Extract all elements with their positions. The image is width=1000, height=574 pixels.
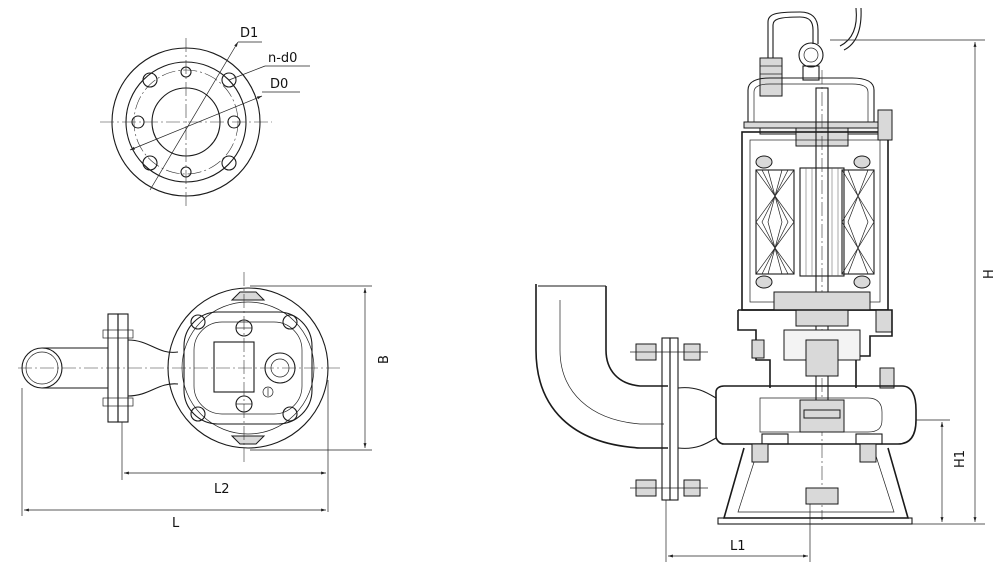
dim-label-l1: L1 bbox=[730, 539, 746, 554]
dim-label-l2: L2 bbox=[214, 482, 230, 497]
dim-label-h1: H1 bbox=[953, 450, 968, 468]
dim-label-h: H bbox=[982, 269, 997, 279]
pump-side-section-view bbox=[535, 7, 985, 562]
stator-winding-left bbox=[755, 155, 795, 289]
flange-detail-view bbox=[100, 38, 310, 206]
dim-label-b: B bbox=[377, 355, 392, 364]
dim-label-d1: D1 bbox=[240, 26, 258, 41]
pump-plan-view bbox=[18, 272, 372, 516]
stator-winding-right bbox=[841, 155, 875, 289]
dim-label-d0: D0 bbox=[270, 77, 288, 92]
dim-label-nd0: n-d0 bbox=[268, 51, 297, 66]
dim-label-l: L bbox=[172, 516, 180, 531]
